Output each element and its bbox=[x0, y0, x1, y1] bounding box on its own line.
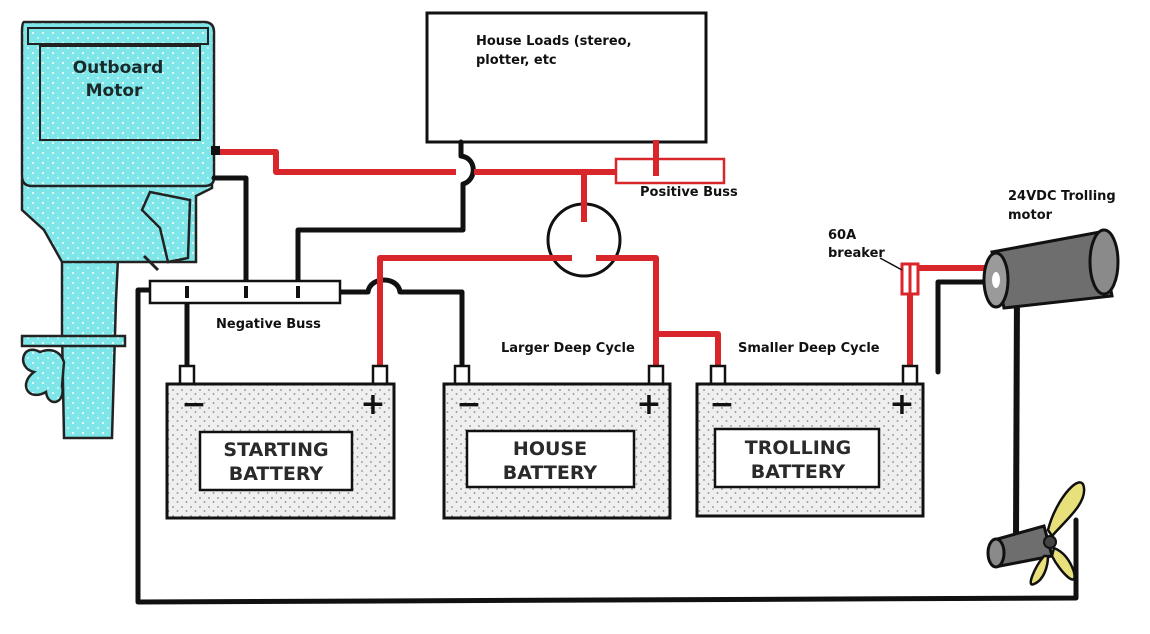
breaker-label-line2: breaker bbox=[828, 246, 885, 261]
house-battery-pos-sign: + bbox=[636, 387, 661, 422]
trolling-battery: − + TROLLING BATTERY bbox=[695, 364, 925, 518]
outboard-label-line1: Outboard bbox=[73, 58, 164, 78]
trolling-battery-label-line1: TROLLING bbox=[745, 437, 852, 459]
breaker-60a: 60A breaker bbox=[828, 228, 920, 296]
negative-buss: Negative Buss bbox=[148, 279, 342, 332]
starting-battery-pos-sign: + bbox=[360, 387, 385, 422]
trolling-battery-label-line2: BATTERY bbox=[751, 461, 846, 483]
trolling-battery-neg-sign: − bbox=[709, 387, 734, 422]
house-loads-label-line1: House Loads (stereo, bbox=[476, 34, 632, 49]
house-loads-box: House Loads (stereo, plotter, etc bbox=[425, 11, 708, 144]
positive-buss: Positive Buss bbox=[614, 140, 738, 200]
positive-buss-label: Positive Buss bbox=[640, 185, 738, 200]
house-battery: − + HOUSE BATTERY bbox=[442, 364, 672, 520]
starting-battery-label-line1: STARTING bbox=[223, 439, 328, 461]
battery-switch bbox=[546, 172, 622, 278]
starting-battery-label-line2: BATTERY bbox=[229, 463, 324, 485]
starting-battery-neg-sign: − bbox=[181, 387, 206, 422]
negative-wiring bbox=[135, 139, 1079, 605]
house-loads-label-line2: plotter, etc bbox=[476, 53, 557, 68]
outboard-label-line2: Motor bbox=[86, 81, 143, 101]
outboard-motor: Outboard Motor bbox=[20, 20, 220, 440]
trolling-label-line2: motor bbox=[1008, 208, 1053, 223]
negative-buss-label: Negative Buss bbox=[216, 317, 321, 332]
house-battery-label-line2: BATTERY bbox=[503, 462, 598, 484]
trolling-battery-pos-sign: + bbox=[889, 387, 914, 422]
smaller-deep-cycle-label: Smaller Deep Cycle bbox=[738, 341, 880, 356]
larger-deep-cycle-label: Larger Deep Cycle bbox=[501, 341, 635, 356]
house-battery-neg-sign: − bbox=[456, 387, 481, 422]
starting-battery: − + STARTING BATTERY bbox=[165, 364, 396, 520]
trolling-motor: 24VDC Trolling motor bbox=[982, 189, 1120, 586]
breaker-label-line1: 60A bbox=[828, 228, 856, 243]
trolling-label-line1: 24VDC Trolling bbox=[1008, 189, 1116, 204]
house-battery-label-line1: HOUSE bbox=[513, 438, 587, 460]
